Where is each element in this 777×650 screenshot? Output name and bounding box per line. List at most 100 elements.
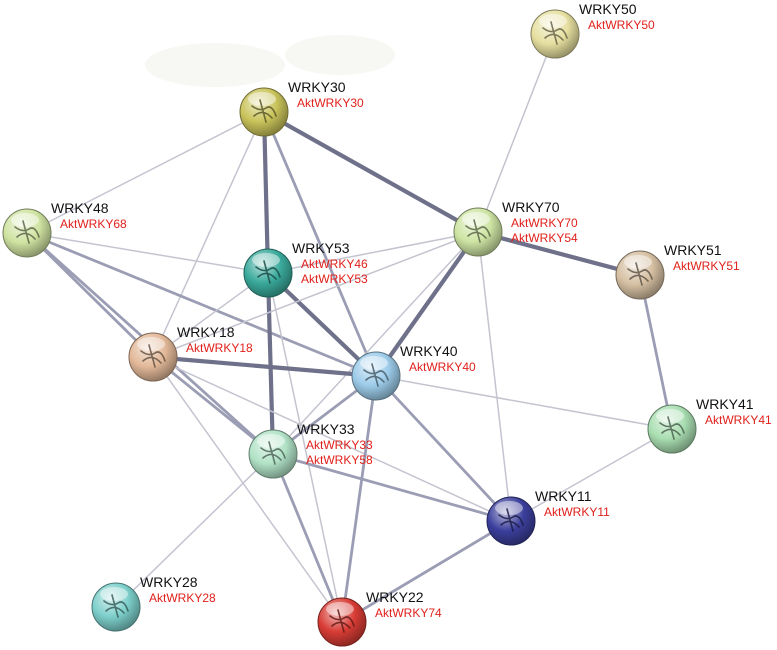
node-highlight bbox=[248, 92, 276, 106]
node-alias-label: AktWRKY68 bbox=[60, 217, 127, 231]
node-alias-label: AktWRKY54 bbox=[511, 231, 578, 245]
protein-structure-icon bbox=[627, 262, 653, 286]
edge-wrky33-wrky22[interactable] bbox=[271, 452, 344, 624]
edge-wrky70-wrky18[interactable] bbox=[152, 231, 479, 358]
node-alias-label: AktWRKY40 bbox=[409, 360, 476, 374]
protein-structure-icon bbox=[659, 416, 685, 440]
protein-structure-icon bbox=[329, 609, 355, 633]
edge-wrky18-wrky11[interactable] bbox=[152, 356, 512, 522]
protein-structure-icon bbox=[251, 99, 277, 123]
protein-structure-icon bbox=[542, 21, 568, 45]
node-label: WRKY53 bbox=[292, 240, 350, 256]
protein-structure-icon bbox=[498, 508, 524, 532]
edge-wrky33-wrky28[interactable] bbox=[115, 453, 274, 608]
edge-wrky41-wrky11[interactable] bbox=[510, 428, 673, 522]
node-highlight bbox=[495, 501, 523, 515]
node-label: WRKY30 bbox=[288, 79, 346, 95]
node-highlight bbox=[656, 409, 684, 423]
node-highlight bbox=[360, 356, 388, 370]
node-highlight bbox=[257, 434, 285, 448]
edge-wrky18-wrky22[interactable] bbox=[152, 356, 343, 623]
node-label: WRKY28 bbox=[140, 574, 198, 590]
node-label: WRKY48 bbox=[51, 200, 109, 216]
edge-wrky30-wrky48[interactable] bbox=[26, 111, 265, 234]
node-alias-label: AktWRKY30 bbox=[297, 96, 364, 110]
node-label: WRKY41 bbox=[696, 396, 754, 412]
edge-wrky40-wrky22[interactable] bbox=[340, 374, 378, 624]
node-alias-label: AktWRKY46 bbox=[301, 257, 368, 271]
node-highlight bbox=[539, 14, 567, 28]
node-alias-label: AktWRKY58 bbox=[306, 453, 373, 467]
node-label: WRKY40 bbox=[400, 343, 458, 359]
edge-wrky53-wrky22[interactable] bbox=[267, 272, 343, 623]
node-alias-label: AktWRKY70 bbox=[511, 216, 578, 230]
edge-wrky53-wrky40[interactable] bbox=[265, 270, 379, 379]
edge-wrky70-wrky40[interactable] bbox=[373, 229, 481, 379]
protein-structure-icon bbox=[260, 441, 286, 465]
edge-wrky40-wrky11[interactable] bbox=[374, 374, 513, 523]
edge-wrky70-wrky11[interactable] bbox=[477, 231, 512, 522]
edge-wrky18-wrky40[interactable] bbox=[150, 354, 379, 379]
edge-wrky70-wrky51[interactable] bbox=[475, 229, 643, 278]
protein-structure-icon bbox=[103, 594, 129, 618]
edge-wrky40-wrky41[interactable] bbox=[375, 375, 673, 430]
edge-wrky30-wrky53[interactable] bbox=[261, 109, 271, 276]
edge-wrky51-wrky41[interactable] bbox=[638, 273, 674, 431]
protein-structure-icon bbox=[14, 220, 40, 244]
edge-wrky48-wrky53[interactable] bbox=[26, 232, 269, 274]
node-highlight bbox=[137, 337, 165, 351]
node-alias-label: AktWRKY53 bbox=[301, 272, 368, 286]
node-alias-label: AktWRKY18 bbox=[186, 341, 253, 355]
node-highlight bbox=[11, 213, 39, 227]
edge-wrky50-wrky70[interactable] bbox=[477, 33, 556, 233]
edge-wrky70-wrky33[interactable] bbox=[272, 231, 479, 455]
node-alias-label: AktWRKY51 bbox=[673, 259, 740, 273]
edge-wrky11-wrky22[interactable] bbox=[340, 519, 513, 624]
node-highlight bbox=[326, 602, 354, 616]
node-label: WRKY70 bbox=[502, 199, 560, 215]
edge-wrky30-wrky40[interactable] bbox=[262, 110, 378, 378]
node-highlight bbox=[252, 253, 280, 267]
node-label: WRKY51 bbox=[664, 242, 722, 258]
protein-structure-icon bbox=[140, 344, 166, 368]
node-alias-label: AktWRKY33 bbox=[306, 438, 373, 452]
edge-wrky18-wrky33[interactable] bbox=[151, 355, 275, 456]
node-highlight bbox=[624, 255, 652, 269]
node-label: WRKY33 bbox=[297, 421, 355, 437]
edges-layer bbox=[25, 33, 674, 624]
edge-wrky48-wrky40[interactable] bbox=[25, 231, 378, 378]
edge-wrky53-wrky33[interactable] bbox=[265, 270, 276, 457]
node-label: WRKY11 bbox=[535, 488, 592, 504]
node-highlight bbox=[462, 212, 490, 226]
protein-structure-icon bbox=[255, 260, 281, 284]
node-label: WRKY22 bbox=[366, 589, 424, 605]
node-alias-label: AktWRKY11 bbox=[544, 505, 610, 519]
node-label: WRKY18 bbox=[177, 324, 235, 340]
protein-structure-icon bbox=[363, 363, 389, 387]
node-highlight bbox=[100, 587, 128, 601]
edge-wrky33-wrky11[interactable] bbox=[271, 452, 513, 523]
node-label: WRKY50 bbox=[579, 1, 637, 17]
edge-wrky30-wrky18[interactable] bbox=[152, 111, 265, 358]
edge-wrky53-wrky70[interactable] bbox=[267, 231, 479, 274]
node-alias-label: AktWRKY50 bbox=[588, 18, 655, 32]
node-alias-label: AktWRKY28 bbox=[149, 591, 216, 605]
protein-structure-icon bbox=[465, 219, 491, 243]
edge-wrky30-wrky70[interactable] bbox=[261, 109, 481, 235]
node-alias-label: AktWRKY41 bbox=[705, 413, 772, 427]
